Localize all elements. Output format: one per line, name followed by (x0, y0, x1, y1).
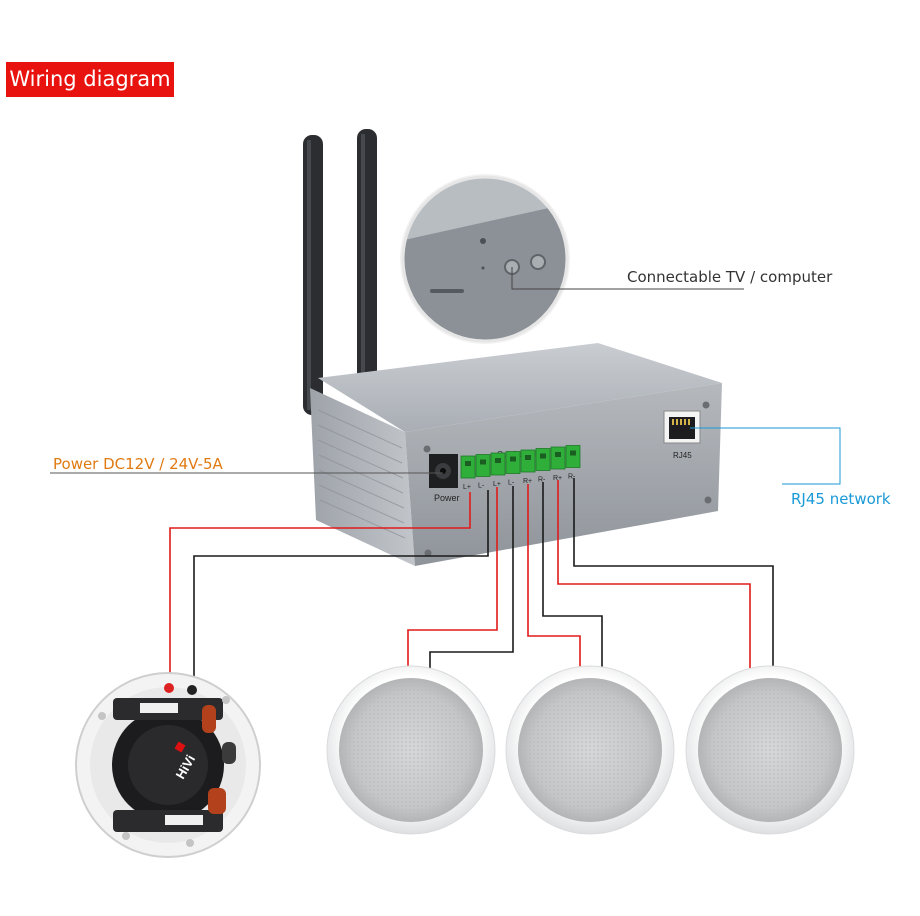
power-jack (429, 454, 458, 488)
amplifier-device: Power Out Speanker L+L-L+L-R+R-R+R- RJ45 (310, 343, 722, 566)
terminal-screw-icon (555, 452, 561, 457)
speaker-front-3 (685, 665, 855, 835)
speaker-terminal (520, 449, 536, 473)
tv-callout-line (511, 267, 744, 290)
speaker-terminal (475, 454, 491, 477)
wire-negative (193, 490, 489, 690)
wire-negative (429, 486, 514, 668)
wire-positive (557, 480, 751, 668)
speaker-wires (169, 478, 774, 690)
antenna-left (303, 135, 323, 415)
page-title: Wiring diagram (6, 62, 174, 97)
speaker-front-1 (326, 665, 496, 835)
antenna-right (357, 129, 377, 389)
wire-negative (542, 482, 603, 668)
screw-icon (423, 445, 431, 453)
terminal-label: L+ (463, 484, 471, 491)
rj45-port (663, 410, 701, 444)
screw-icon (702, 401, 710, 409)
speaker-terminal (550, 446, 566, 470)
speaker-terminal-block (460, 445, 581, 479)
wire-positive (169, 492, 471, 690)
zoom-inset (400, 174, 570, 344)
wire-negative (573, 478, 774, 668)
terminal-label: R+ (553, 475, 562, 482)
rj45-callout-line (690, 427, 841, 485)
terminal-screw-icon (465, 461, 471, 466)
wire-positive (407, 487, 498, 668)
terminal-screw-icon (495, 458, 501, 463)
terminal-label: R- (538, 477, 546, 484)
terminal-labels: L+ L- L+ L- R+ R- R+ R- (463, 474, 576, 492)
speaker-terminal (460, 455, 476, 479)
screw-icon (704, 496, 712, 504)
terminal-label: R- (568, 474, 576, 481)
terminal-label: L+ (493, 481, 501, 488)
rj45-port-label: RJ45 (673, 451, 692, 460)
power-callout: Power DC12V / 24V-5A (53, 455, 223, 473)
speaker-terminal (490, 452, 506, 476)
terminal-screw-icon (525, 455, 531, 460)
terminal-screw-icon (480, 459, 486, 465)
terminal-screw-icon (540, 453, 546, 459)
speaker-terminal (535, 448, 551, 471)
terminal-screw-icon (570, 450, 576, 456)
terminal-label: R+ (523, 478, 532, 485)
terminal-label: L- (478, 483, 485, 490)
speaker-front-2 (505, 665, 675, 835)
screw-icon (424, 549, 432, 557)
speaker-terminal (565, 445, 581, 468)
speaker-terminal (505, 451, 521, 474)
terminal-screw-icon (510, 456, 516, 462)
rj45-callout: RJ45 network (791, 490, 891, 508)
speaker-back-view: HiVi (75, 672, 261, 858)
tv-computer-callout: Connectable TV / computer (627, 268, 833, 286)
wire-positive (527, 484, 581, 668)
power-port-label: Power (434, 493, 460, 503)
terminal-label: L- (508, 480, 515, 487)
